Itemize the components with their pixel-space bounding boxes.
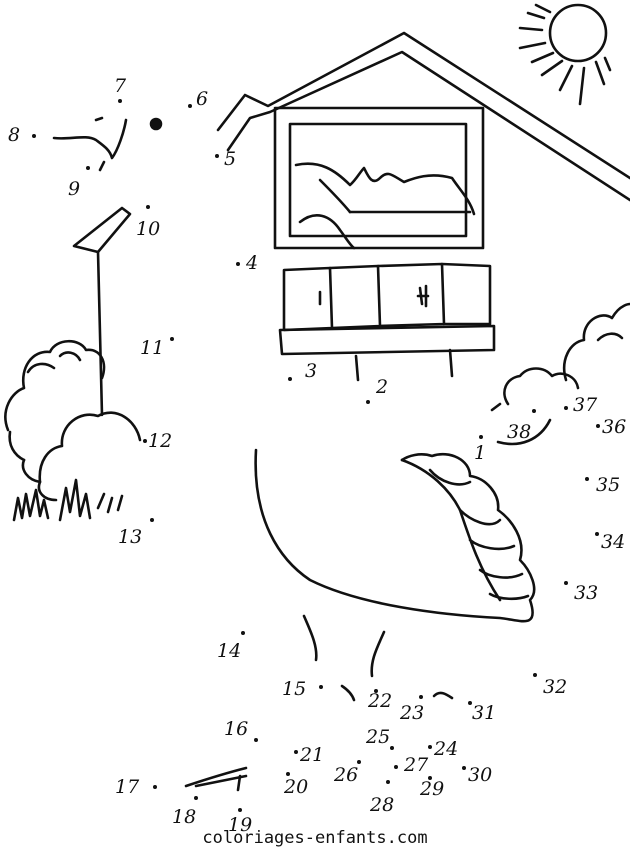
dot-label-3: 3	[305, 360, 318, 382]
dot-17	[153, 785, 157, 789]
dot-label-25: 25	[366, 726, 391, 748]
dot-6	[188, 104, 192, 108]
dot-21	[294, 750, 298, 754]
dot-label-28: 28	[370, 794, 395, 816]
dot-label-31: 31	[472, 702, 497, 724]
dot-label-36: 36	[602, 416, 627, 438]
dot-label-1: 1	[474, 442, 487, 464]
dot-16	[254, 738, 258, 742]
creature-outline	[496, 418, 552, 446]
hen-foot	[184, 766, 248, 792]
dot-label-30: 30	[468, 764, 493, 786]
dot-label-4: 4	[246, 252, 259, 274]
dot-23	[419, 695, 423, 699]
barn-ledge	[278, 324, 496, 382]
dot-15	[319, 685, 323, 689]
hen-wing	[254, 448, 536, 623]
dot-label-19: 19	[228, 814, 253, 836]
right-bush	[490, 302, 630, 412]
dot-13	[150, 518, 154, 522]
dot-8	[32, 134, 36, 138]
dot-5	[215, 154, 219, 158]
dot-29	[428, 776, 432, 780]
dot-label-11: 11	[140, 337, 165, 359]
dot-7	[118, 99, 122, 103]
barn-roof	[216, 31, 630, 202]
dot-3	[288, 377, 292, 381]
hen-legs	[302, 614, 454, 702]
dot-label-37: 37	[573, 394, 598, 416]
dot-30	[462, 766, 466, 770]
dot-label-10: 10	[136, 218, 161, 240]
dot-label-15: 15	[282, 678, 307, 700]
dot-label-20: 20	[284, 776, 309, 798]
dot-22	[374, 689, 378, 693]
dot-label-12: 12	[148, 430, 173, 452]
dot-label-16: 16	[224, 718, 249, 740]
dot-12	[143, 439, 147, 443]
dot-label-13: 13	[118, 526, 143, 548]
dot-label-29: 29	[420, 778, 445, 800]
dot-4	[236, 262, 240, 266]
dot-1	[479, 435, 483, 439]
dot-label-32: 32	[543, 676, 568, 698]
dot-34	[595, 532, 599, 536]
dot-label-33: 33	[574, 582, 599, 604]
dot-label-21: 21	[300, 744, 325, 766]
dot-label-35: 35	[596, 474, 621, 496]
dot-label-5: 5	[224, 148, 237, 170]
hay-bales	[282, 262, 492, 332]
dot-24	[428, 745, 432, 749]
dot-28	[386, 780, 390, 784]
dot-25	[390, 746, 394, 750]
dot-label-7: 7	[114, 75, 127, 97]
bird-outline	[52, 116, 163, 172]
dot-33	[564, 581, 568, 585]
dot-14	[241, 631, 245, 635]
sign-post	[72, 206, 132, 417]
dot-11	[170, 337, 174, 341]
dot-36	[596, 424, 600, 428]
dot-label-17: 17	[115, 776, 140, 798]
dot-label-2: 2	[376, 376, 389, 398]
dot-10	[146, 205, 150, 209]
hayloft-window	[273, 106, 485, 250]
dot-label-9: 9	[68, 178, 81, 200]
dot-37	[564, 406, 568, 410]
dot-35	[585, 477, 589, 481]
dot-label-27: 27	[404, 754, 429, 776]
site-footer: coloriages-enfants.com	[202, 828, 428, 848]
dot-18	[194, 796, 198, 800]
dot-label-38: 38	[507, 421, 532, 443]
dot-label-14: 14	[217, 640, 242, 662]
dot-2	[366, 400, 370, 404]
dot-label-26: 26	[334, 764, 359, 786]
grass-tufts	[12, 478, 124, 522]
dot-38	[532, 409, 536, 413]
dot-label-22: 22	[368, 690, 393, 712]
dot-27	[394, 765, 398, 769]
dot-26	[357, 760, 361, 764]
dot-32	[533, 673, 537, 677]
dot-19	[238, 808, 242, 812]
left-bush	[4, 339, 142, 502]
dot-label-34: 34	[601, 531, 626, 553]
sun-icon	[518, 3, 612, 106]
dot-label-24: 24	[434, 738, 459, 760]
dot-31	[468, 701, 472, 705]
dot-20	[286, 772, 290, 776]
dot-label-8: 8	[8, 124, 21, 146]
dot-label-6: 6	[196, 88, 209, 110]
dot-9	[86, 166, 90, 170]
dot-label-23: 23	[400, 702, 425, 724]
dot-label-18: 18	[172, 806, 197, 828]
